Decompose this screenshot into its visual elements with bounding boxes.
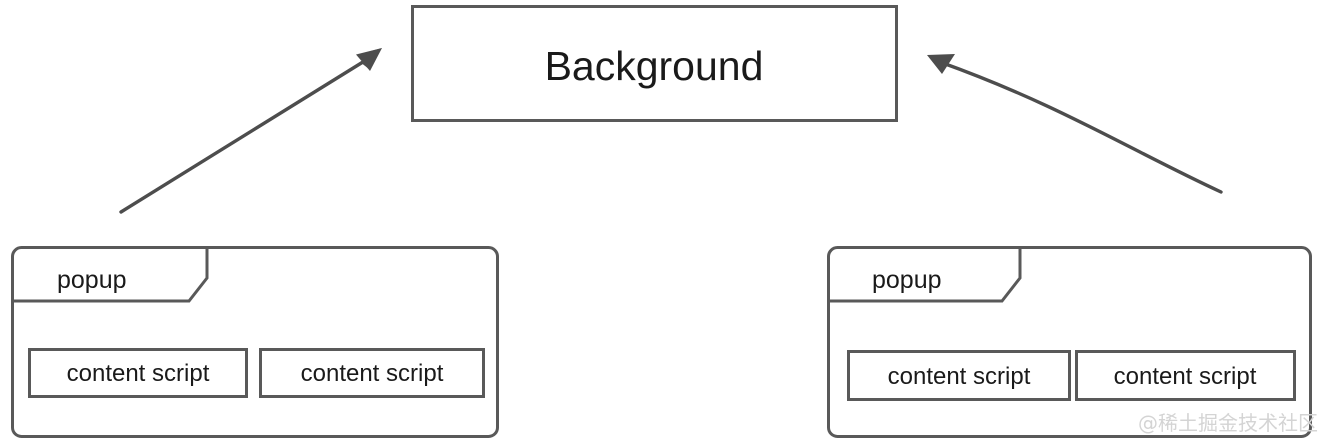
left-arrow-line [119,55,373,214]
node-content-script[interactable]: content script [28,348,248,398]
group-popup-right[interactable]: popup content script content script [827,246,1312,438]
content-script-label: content script [1114,363,1257,390]
content-script-box [1075,350,1296,401]
left-arrow-head-fill [356,48,382,71]
connector-right-popup-to-background[interactable] [927,54,1223,194]
node-content-script[interactable]: content script [847,350,1071,401]
content-script-label: content script [301,360,444,387]
background-box [411,5,898,122]
background-label: Background [545,43,764,89]
popup-left-tab [13,248,209,303]
content-script-box [28,348,248,398]
group-popup-left[interactable]: popup content script content script [11,246,499,438]
node-background[interactable]: Background [411,5,898,122]
popup-left-tab-label: popup [57,266,127,294]
content-script-box [259,348,485,398]
content-script-label: content script [888,363,1031,390]
node-content-script[interactable]: content script [1075,350,1296,401]
watermark: @稀土掘金技术社区 [1138,411,1318,435]
content-script-label: content script [67,360,210,387]
right-arrow-head [927,54,955,74]
right-arrow-line [938,60,1223,194]
content-script-box [847,350,1071,401]
popup-right-tab [829,248,1022,303]
connector-left-popup-to-background[interactable] [119,48,382,214]
popup-right-tab-label: popup [872,266,942,294]
node-content-script[interactable]: content script [259,348,485,398]
